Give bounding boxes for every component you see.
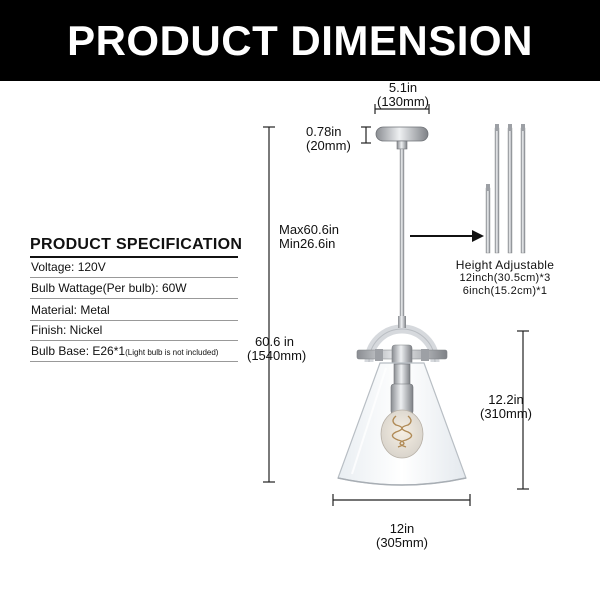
canopy-width-in: 5.1in xyxy=(388,80,418,95)
spec-bulb-base: Bulb Base: E26*1(Light bulb is not inclu… xyxy=(31,344,218,358)
edison-bulb xyxy=(380,409,424,459)
canopy-width-dimension xyxy=(374,104,430,114)
adjustable-length-label: Max60.6in Min26.6in xyxy=(279,223,339,251)
extension-rods xyxy=(485,124,526,254)
spec-divider xyxy=(30,256,238,258)
socket xyxy=(390,363,414,415)
canopy-height-dimension xyxy=(361,126,371,144)
yoke-ring xyxy=(356,316,448,366)
spec-bulb-base-label: Bulb Base: E26*1 xyxy=(31,344,126,358)
shade-height-dimension xyxy=(517,330,529,490)
spec-finish: Finish: Nickel xyxy=(31,323,103,337)
spec-divider xyxy=(30,340,238,341)
rods-line1: 12inch(30.5cm)*3 xyxy=(459,272,551,284)
spec-divider xyxy=(30,320,238,321)
canopy-width-mm: (130mm) xyxy=(376,94,429,109)
overall-height-dimension xyxy=(263,126,275,483)
shade-width-dimension xyxy=(332,494,471,506)
rods-arrow xyxy=(410,230,484,242)
shade-width-mm: (305mm) xyxy=(375,535,428,550)
page-title-banner: PRODUCT DIMENSION xyxy=(0,0,600,81)
shade-height-in: 12.2in xyxy=(488,392,524,407)
shade-width-in: 12in xyxy=(389,521,415,536)
overall-height-mm: (1540mm) xyxy=(247,348,307,363)
overall-height-in: 60.6 in xyxy=(255,334,295,349)
down-rod xyxy=(399,148,405,320)
spec-material: Material: Metal xyxy=(31,303,110,317)
canopy xyxy=(375,126,429,150)
canopy-height-label: 0.78in (20mm) xyxy=(306,125,351,153)
spec-divider xyxy=(30,298,238,299)
spec-divider xyxy=(30,277,238,278)
spec-bulb-note: (Light bulb is not included) xyxy=(125,348,219,357)
canopy-height-in: 0.78in xyxy=(306,124,342,139)
rods-line2: 6inch(15.2cm)*1 xyxy=(462,285,548,297)
spec-title: PRODUCT SPECIFICATION xyxy=(30,236,243,253)
adjust-max: Max60.6in xyxy=(279,222,339,237)
canopy-width-label: 5.1in (130mm) xyxy=(373,81,433,109)
adjust-min: Min26.6in xyxy=(279,236,336,251)
spec-voltage: Voltage: 120V xyxy=(31,260,106,274)
shade-width-label: 12in (305mm) xyxy=(362,522,442,550)
shade-height-mm: (310mm) xyxy=(479,406,532,421)
page-title: PRODUCT DIMENSION xyxy=(67,16,533,64)
spec-wattage: Bulb Wattage(Per bulb): 60W xyxy=(31,281,187,295)
overall-height-label: 60.6 in (1540mm) xyxy=(247,335,306,363)
rods-label: Height Adjustable 12inch(30.5cm)*3 6inch… xyxy=(440,259,570,298)
shade-height-label: 12.2in (310mm) xyxy=(470,393,542,421)
canopy-height-mm: (20mm) xyxy=(306,138,351,153)
rods-title: Height Adjustable xyxy=(455,258,555,272)
spec-divider xyxy=(30,361,238,362)
